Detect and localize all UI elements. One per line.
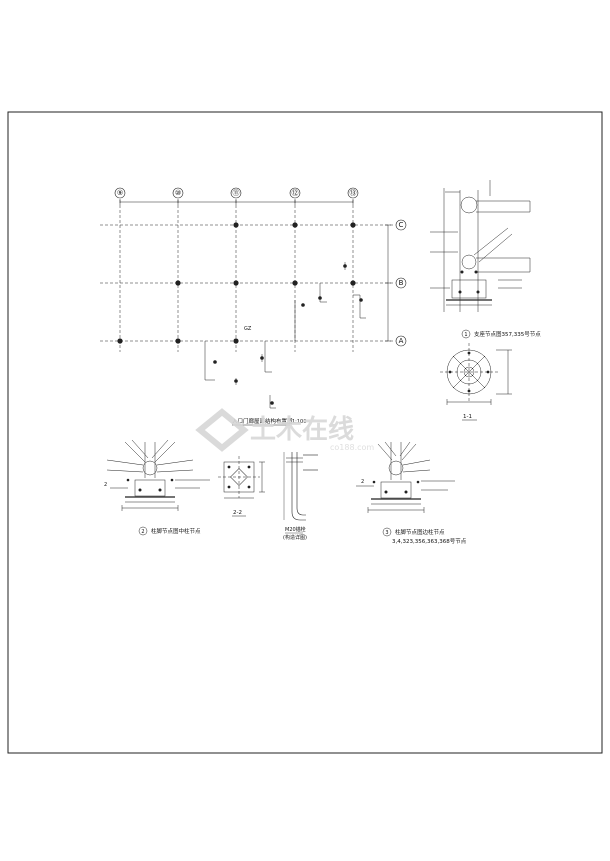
axis-label-11: ⑪ xyxy=(233,189,240,197)
plan-columns xyxy=(117,222,363,405)
plan-title: 入口门廊屋面结构布置图 xyxy=(232,417,293,425)
section-2-2-drawing xyxy=(218,456,265,517)
watermark-logo: 土木在线 co188.com xyxy=(195,408,374,452)
detail-1-drawing xyxy=(430,180,531,312)
detail-1-caption: 支座节点图357,335号节点 xyxy=(474,330,541,338)
detail-1-caption-bubble xyxy=(461,329,471,339)
watermark-text: 土木在线 xyxy=(250,415,354,445)
bolt-sub-caption: (构造详图) xyxy=(283,534,307,541)
plan-member-mark: GZ xyxy=(244,326,252,332)
axis-label-9: ⑨ xyxy=(117,189,123,197)
detail-2-caption: 柱脚节点图中柱节点 xyxy=(151,527,201,535)
section-1-1-label: 1-1 xyxy=(463,414,472,420)
plan-drawing xyxy=(100,199,395,409)
watermark-sub: co188.com xyxy=(330,443,374,452)
axis-bubbles-top xyxy=(114,187,359,199)
axis-label-a: A xyxy=(399,337,404,345)
axis-bubbles-right xyxy=(395,219,407,347)
detail-3-drawing xyxy=(356,441,455,513)
detail-3-dots xyxy=(372,480,420,494)
axis-label-12: ⑫ xyxy=(292,189,299,197)
plan-scale: 1:100 xyxy=(292,419,306,425)
axis-label-13: ⑬ xyxy=(350,189,357,197)
detail-3-caption: 柱脚节点图边柱节点 xyxy=(395,528,445,536)
detail-2-dots xyxy=(126,478,174,492)
detail-3-sub-caption: 3,4,323,356,363,368号节点 xyxy=(392,537,467,545)
detail-2-caption-num: 2 xyxy=(141,529,144,535)
section-2-2-bolts xyxy=(227,465,251,489)
detail-1-caption-num: 1 xyxy=(464,332,467,338)
detail-1-dots xyxy=(458,270,480,294)
bolt-detail-drawing xyxy=(283,452,318,521)
axis-label-c: C xyxy=(399,221,404,229)
section-1-1-drawing xyxy=(440,343,512,421)
section-1-1-bolts xyxy=(448,351,490,393)
axis-label-10: ⑩ xyxy=(175,189,181,197)
detail-3-section-mark: 2 xyxy=(361,479,364,485)
axis-label-b: B xyxy=(399,279,404,287)
bolt-caption: M20锚栓 xyxy=(285,526,306,533)
detail-2-caption-bubble xyxy=(138,526,148,536)
detail-2-section-mark: 2 xyxy=(104,482,107,488)
detail-3-caption-num: 3 xyxy=(385,530,388,536)
sheet-border xyxy=(7,111,603,754)
detail-3-caption-bubble xyxy=(382,527,392,537)
detail-2-drawing xyxy=(106,439,210,511)
section-2-2-label: 2-2 xyxy=(233,510,242,516)
